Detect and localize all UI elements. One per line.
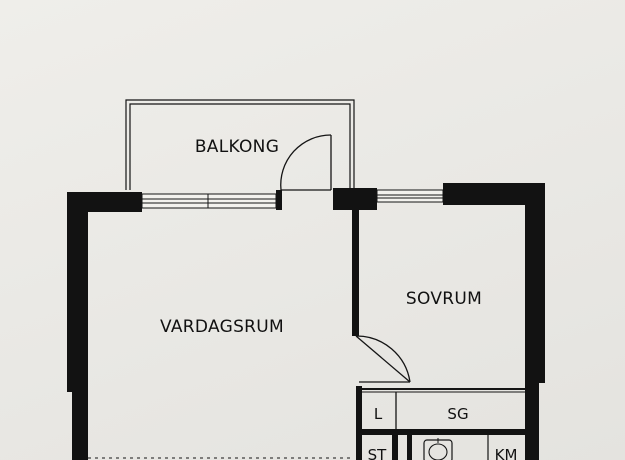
left-wall-upper — [67, 192, 88, 392]
bedroom-door[interactable] — [355, 335, 411, 383]
closet-bottom-wall — [362, 429, 525, 435]
sink-fixture — [423, 438, 453, 460]
storage-label: ST — [368, 446, 388, 460]
right-wall-lower — [525, 383, 539, 460]
kitchen-appliance-label: KM — [495, 446, 518, 460]
top-wall-post — [276, 190, 282, 210]
balcony-door[interactable] — [280, 134, 332, 191]
partition-wall — [352, 208, 359, 336]
top-wall-right — [443, 183, 545, 205]
bedroom-label: SOVRUM — [406, 289, 482, 309]
linen-closet-label: L — [374, 405, 383, 423]
balcony-outline — [125, 99, 355, 190]
right-wall-upper — [525, 183, 545, 383]
balcony-label: BALKONG — [195, 137, 279, 157]
bathroom-wall — [407, 435, 412, 460]
wardrobe-label: SG — [447, 405, 468, 423]
top-wall-middle — [333, 188, 377, 210]
living-room-window — [141, 193, 277, 209]
closet-wall-left — [356, 386, 362, 460]
left-wall-lower — [72, 392, 88, 460]
bedroom-window — [376, 189, 444, 203]
storage-wall — [392, 435, 398, 460]
living-room-label: VARDAGSRUM — [160, 317, 284, 337]
